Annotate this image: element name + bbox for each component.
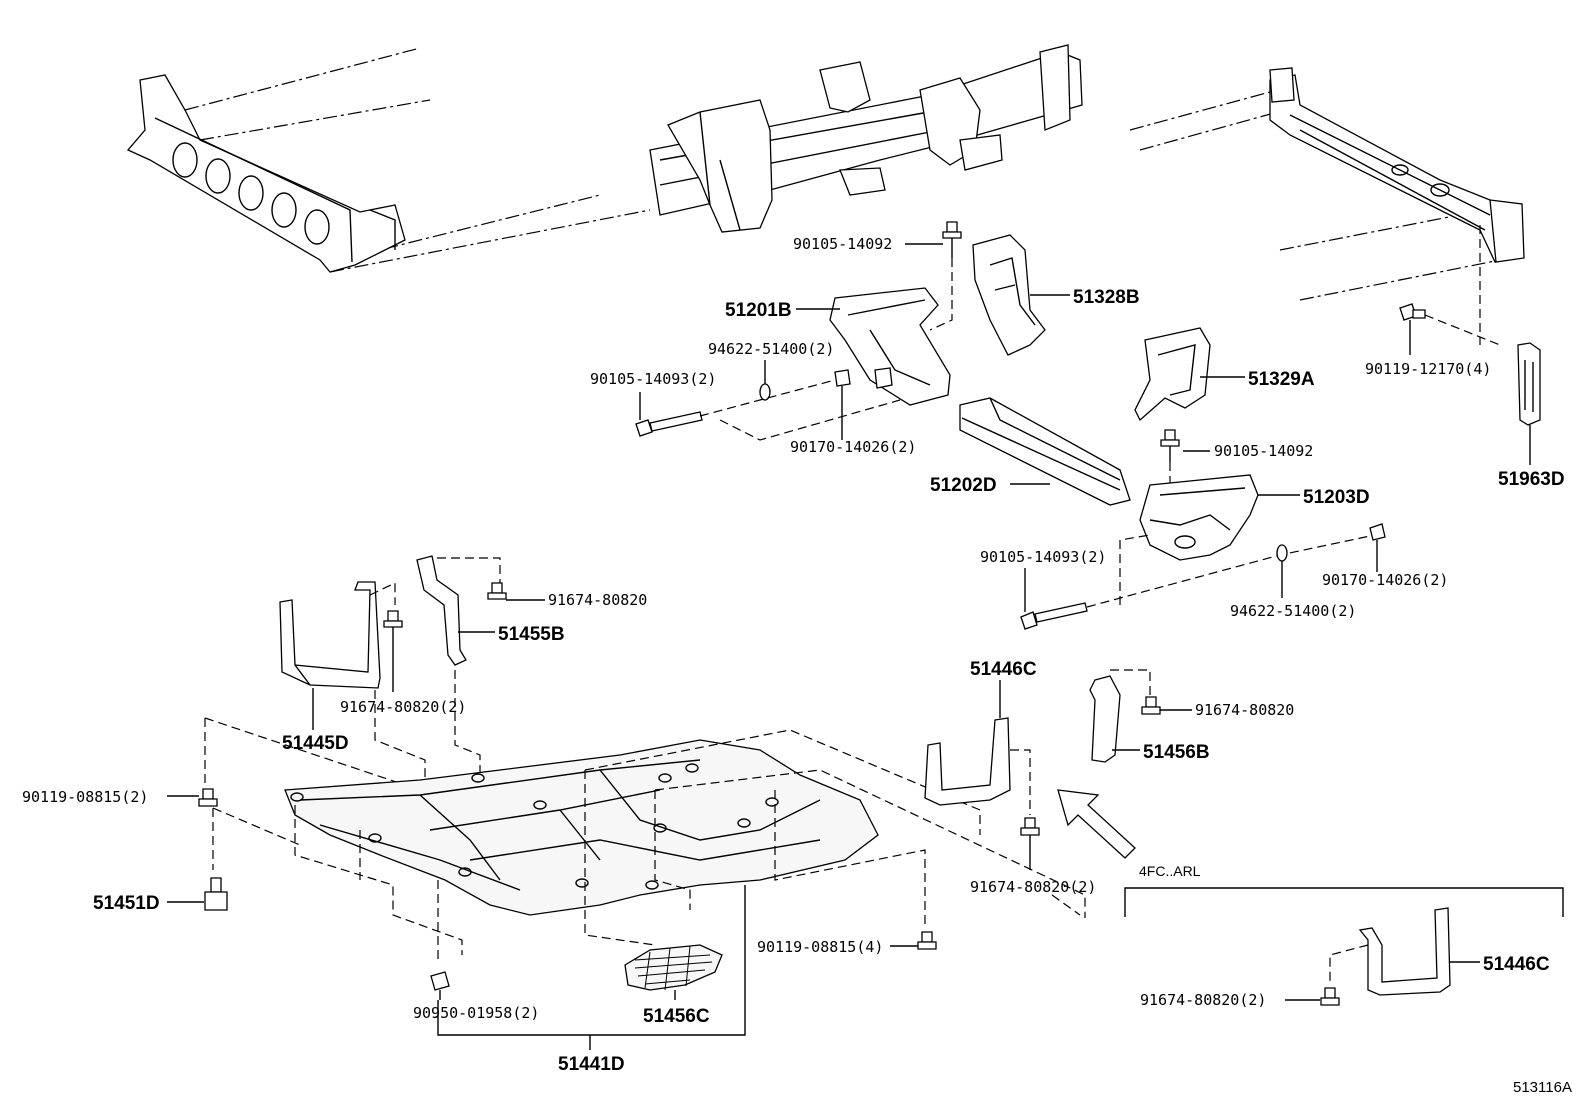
label-51441D: 51441D — [558, 1054, 625, 1075]
label-91674-80820-mid: 91674-80820 — [1195, 701, 1294, 719]
label-51203D: 51203D — [1303, 487, 1370, 508]
label-51455B: 51455B — [498, 624, 565, 645]
bolt-91674-80820-right — [1020, 817, 1040, 836]
nut-90170-14026-lower — [1369, 523, 1386, 541]
bolt-91674-80820-mid — [1141, 696, 1161, 715]
bracket-51201B — [829, 287, 951, 406]
grille-51456C — [624, 944, 723, 991]
bolt-90119-08815-right — [917, 931, 937, 950]
label-91674-80820-right: 91674-80820(2) — [970, 878, 1096, 896]
bolt-90105-14092-upper — [905, 221, 962, 258]
plate-51328B — [972, 234, 1046, 356]
label-90105-14092-lower: 90105-14092 — [1214, 442, 1313, 460]
label-90105-14093-upper: 90105-14093(2) — [590, 370, 716, 388]
crossmember-51202D — [959, 397, 1131, 506]
label-91674-80820-upper: 91674-80820 — [548, 591, 647, 609]
label-51456C: 51456C — [643, 1006, 710, 1027]
bolt-91674-80820-alt — [1320, 987, 1340, 1006]
label-90950-01958: 90950-01958(2) — [413, 1004, 539, 1022]
bracket-51446C-main — [924, 717, 1011, 806]
bolt-90119-08815-left — [198, 788, 218, 807]
vehicle-frame — [126, 44, 1525, 301]
link-51963D — [1517, 342, 1541, 426]
label-90119-12170: 90119-12170(4) — [1365, 360, 1491, 378]
variant-label: 4FC..ARL — [1139, 863, 1201, 879]
bolt-90105-14093-lower — [1020, 602, 1088, 630]
bolt-91674-80820-upper — [487, 582, 507, 600]
bracket-51446C-alt — [1358, 907, 1451, 996]
label-90119-08815-left: 90119-08815(2) — [22, 788, 148, 806]
label-51456B: 51456B — [1143, 742, 1210, 763]
bolt-90119-12170 — [1399, 303, 1426, 321]
label-51202D: 51202D — [930, 475, 997, 496]
bracket-51203D — [1139, 474, 1259, 561]
label-90170-14026-lower: 90170-14026(2) — [1322, 571, 1448, 589]
clip-51451D — [204, 877, 228, 911]
bolt-91674-80820-left — [383, 610, 403, 628]
washer-94622-51400-lower — [1276, 544, 1288, 562]
label-91674-80820-left: 91674-80820(2) — [340, 698, 466, 716]
label-90170-14026-upper: 90170-14026(2) — [790, 438, 916, 456]
diagram-id: 513116A — [1513, 1079, 1572, 1096]
bracket-51456B — [1089, 675, 1121, 763]
nut-90170-14026-upper — [834, 369, 851, 387]
label-51328B: 51328B — [1073, 287, 1140, 308]
under-cover-51441D — [284, 739, 879, 916]
bracket-51445D — [279, 581, 381, 689]
label-51963D: 51963D — [1498, 469, 1565, 490]
bolt-90105-14093-upper — [635, 411, 703, 437]
label-51445D: 51445D — [282, 733, 349, 754]
label-90105-14092-upper: 90105-14092 — [793, 235, 892, 253]
arrow-icon — [1057, 789, 1136, 859]
label-51446C-main: 51446C — [970, 659, 1037, 680]
label-90105-14093-lower: 90105-14093(2) — [980, 548, 1106, 566]
plug-90950-01958 — [430, 971, 450, 991]
bracket-51455B — [416, 555, 467, 666]
plate-51329A — [1134, 327, 1211, 422]
label-94622-51400-upper: 94622-51400(2) — [708, 340, 834, 358]
label-91674-80820-alt: 91674-80820(2) — [1140, 991, 1266, 1009]
label-51329A: 51329A — [1248, 369, 1315, 390]
label-90119-08815-right: 90119-08815(4) — [757, 938, 883, 956]
label-51451D: 51451D — [93, 893, 160, 914]
label-94622-51400-lower: 94622-51400(2) — [1230, 602, 1356, 620]
label-51201B: 51201B — [725, 300, 792, 321]
label-51446C-alt: 51446C — [1483, 954, 1550, 975]
bolt-90105-14092-lower — [1160, 429, 1210, 462]
